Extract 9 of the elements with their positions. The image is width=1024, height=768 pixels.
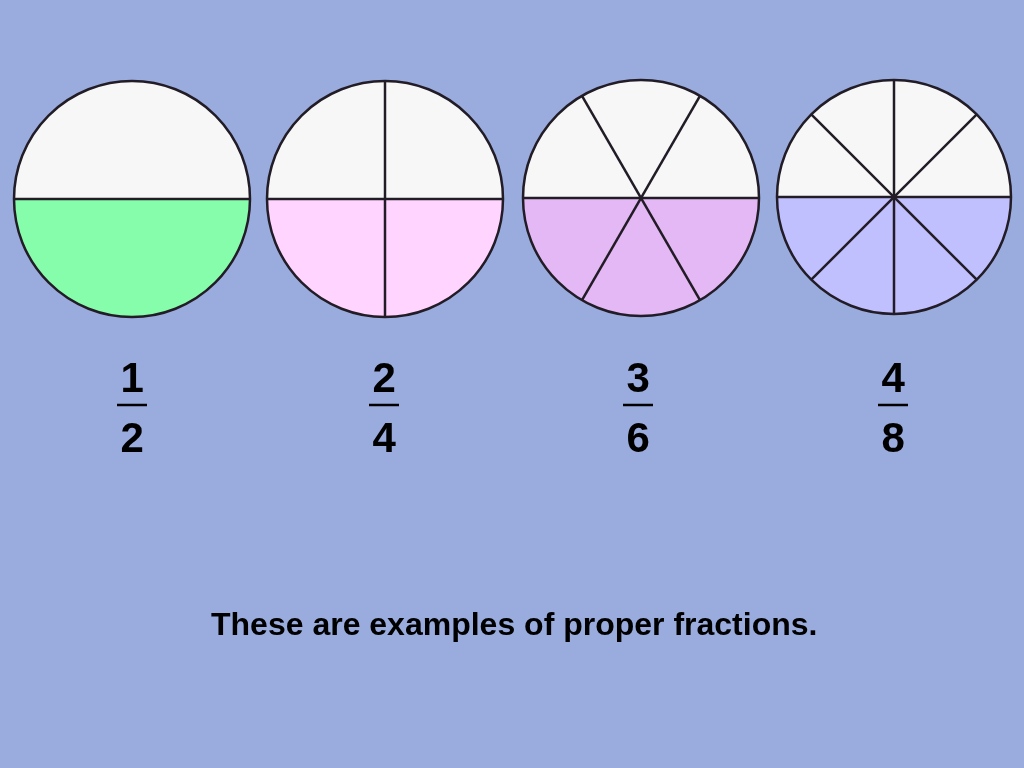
numerator: 1 bbox=[120, 357, 144, 399]
denominator: 2 bbox=[120, 417, 144, 459]
denominator: 4 bbox=[372, 417, 396, 459]
numerator: 3 bbox=[626, 357, 650, 399]
caption: These are examples of proper fractions. bbox=[211, 608, 818, 640]
denominator: 8 bbox=[881, 417, 905, 459]
denominator: 6 bbox=[626, 417, 650, 459]
numerator: 4 bbox=[881, 357, 905, 399]
numerator: 2 bbox=[372, 357, 396, 399]
